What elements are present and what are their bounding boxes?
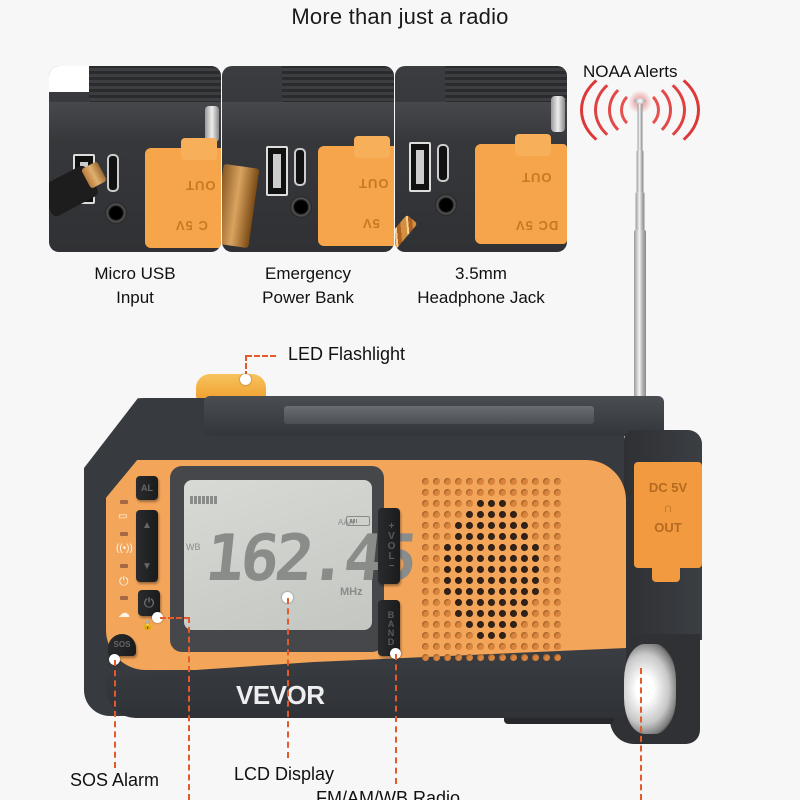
speaker-grill <box>422 478 565 665</box>
bottle-opener <box>624 644 676 734</box>
thumbnail-power-bank: OUT 5V <box>222 66 394 252</box>
down-arrow-icon: ▼ <box>142 561 152 572</box>
callout-line <box>640 668 642 800</box>
band-indicator: WB <box>186 542 201 552</box>
callout-line <box>188 617 190 800</box>
port-cover-text: ∩ <box>663 500 673 515</box>
noaa-alerts-label: NOAA Alerts <box>583 62 678 81</box>
sos-button[interactable]: SOS <box>108 634 136 656</box>
callout-line <box>287 598 289 758</box>
callout-radio-bands: FM/AM/WB Radio <box>316 788 461 800</box>
antenna-tip-icon <box>634 98 646 104</box>
volume-button[interactable]: +VOL− <box>378 508 400 584</box>
callout-dot <box>282 592 293 603</box>
port-cover-text: OUT <box>654 520 682 535</box>
callout-line <box>160 617 190 619</box>
caption-line: Micro USB <box>94 264 176 283</box>
indicator-led <box>120 532 128 536</box>
solar-cloud-icon: ☁ <box>118 606 130 620</box>
caption-line: Emergency <box>265 264 351 283</box>
indicator-led <box>120 596 128 600</box>
callout-dot <box>152 612 163 623</box>
thumbnail-headphone-jack: OUT DC 5V <box>395 66 567 252</box>
indicator-led <box>120 564 128 568</box>
port-cover-tab[interactable] <box>652 562 680 582</box>
side-port-cover[interactable]: DC 5V ∩ OUT <box>634 462 702 568</box>
brand-logo: VEVOR <box>236 680 325 710</box>
callout-dot <box>240 374 251 385</box>
callout-line <box>245 355 247 377</box>
thumbnail-caption-micro-usb: Micro USB Input <box>49 262 221 310</box>
up-arrow-icon: ▲ <box>142 520 152 531</box>
caption-line: Headphone Jack <box>417 288 545 307</box>
battery-level-icon <box>346 516 370 526</box>
callout-dot <box>390 648 401 659</box>
radio-signal-icon: ((•)) <box>116 543 133 554</box>
solar-panel <box>284 406 594 424</box>
lcd-screen: AAA WB 162.45 MHz <box>184 480 417 630</box>
thumbnail-caption-power-bank: Emergency Power Bank <box>222 262 394 310</box>
indicator-led <box>120 500 128 504</box>
band-button[interactable]: BAND <box>378 600 400 656</box>
emergency-radio-device: ▭ ((•)) ⏻ ☁ 🔒 AL ▲ ▼ ⏻ SOS AAA WB 162.45… <box>84 374 706 750</box>
power-button[interactable]: ⏻ <box>138 590 160 616</box>
alarm-button[interactable]: AL <box>136 476 158 500</box>
caption-line: Input <box>116 288 154 307</box>
page-title: More than just a radio <box>291 4 509 29</box>
signal-strength-icon <box>190 496 218 504</box>
port-cover-text: DC 5V <box>648 480 688 495</box>
callout-line <box>395 654 397 784</box>
tune-up-down-button[interactable]: ▲ ▼ <box>136 510 158 582</box>
caption-line: Power Bank <box>262 288 354 307</box>
led-flashlight-button[interactable] <box>196 374 266 400</box>
lock-icon: 🔒 <box>142 620 154 630</box>
callout-lcd-display: LCD Display <box>234 764 335 784</box>
callout-line <box>114 660 116 768</box>
callout-dot <box>109 654 120 665</box>
frequency-unit: MHz <box>340 586 363 598</box>
thumbnail-caption-headphone-jack: 3.5mm Headphone Jack <box>395 262 567 310</box>
callout-led-flashlight: LED Flashlight <box>288 344 406 364</box>
callout-line <box>246 355 276 357</box>
battery-charge-icon: ▭ <box>118 511 128 522</box>
caption-line: 3.5mm <box>455 264 507 283</box>
screw-icon <box>205 106 219 142</box>
thumbnail-micro-usb: OUT C 5V <box>49 66 221 252</box>
power-icon: ⏻ <box>119 574 129 588</box>
callout-sos-alarm: SOS Alarm <box>70 770 160 790</box>
telescopic-antenna[interactable] <box>633 98 647 424</box>
